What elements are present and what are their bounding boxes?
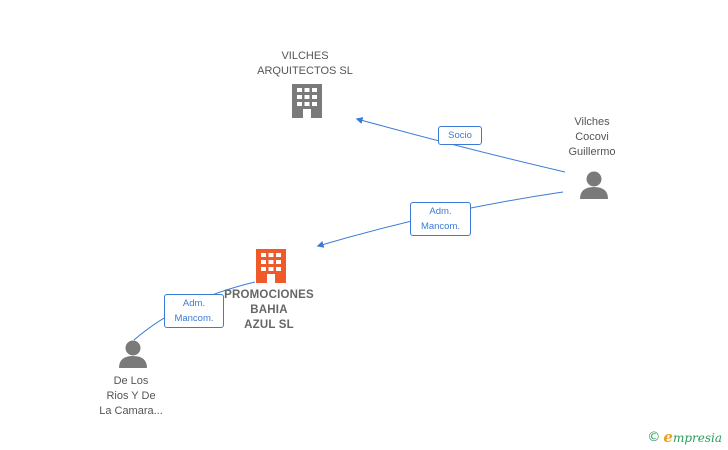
- building-icon-vilches-arquitectos[interactable]: [292, 84, 322, 118]
- node-label-de-los-rios[interactable]: De Los Rios Y De La Camara...: [99, 375, 163, 417]
- edge-socio-line: [355, 117, 566, 173]
- building-icon-promociones-bahia[interactable]: [256, 249, 286, 283]
- edge-label-socio[interactable]: Socio: [438, 126, 482, 145]
- edge-label-adm-mancom-rios[interactable]: Adm. Mancom.: [164, 294, 224, 328]
- copyright-icon: ©: [647, 429, 661, 445]
- node-label-vilches-arquitectos[interactable]: VILCHES ARQUITECTOS SL: [257, 50, 353, 77]
- empresia-watermark: © empresia: [647, 428, 722, 446]
- person-icon-vilches-cocovi[interactable]: [580, 171, 608, 200]
- node-label-vilches-cocovi[interactable]: Vilches Cocovi Guillermo: [568, 116, 616, 158]
- person-icon-de-los-rios[interactable]: [119, 340, 147, 369]
- node-label-promociones-bahia[interactable]: PROMOCIONES BAHIA AZUL SL: [224, 289, 314, 331]
- edge-label-adm-mancom-vilches[interactable]: Adm. Mancom.: [410, 202, 471, 236]
- brand-logo: empresia: [663, 428, 722, 446]
